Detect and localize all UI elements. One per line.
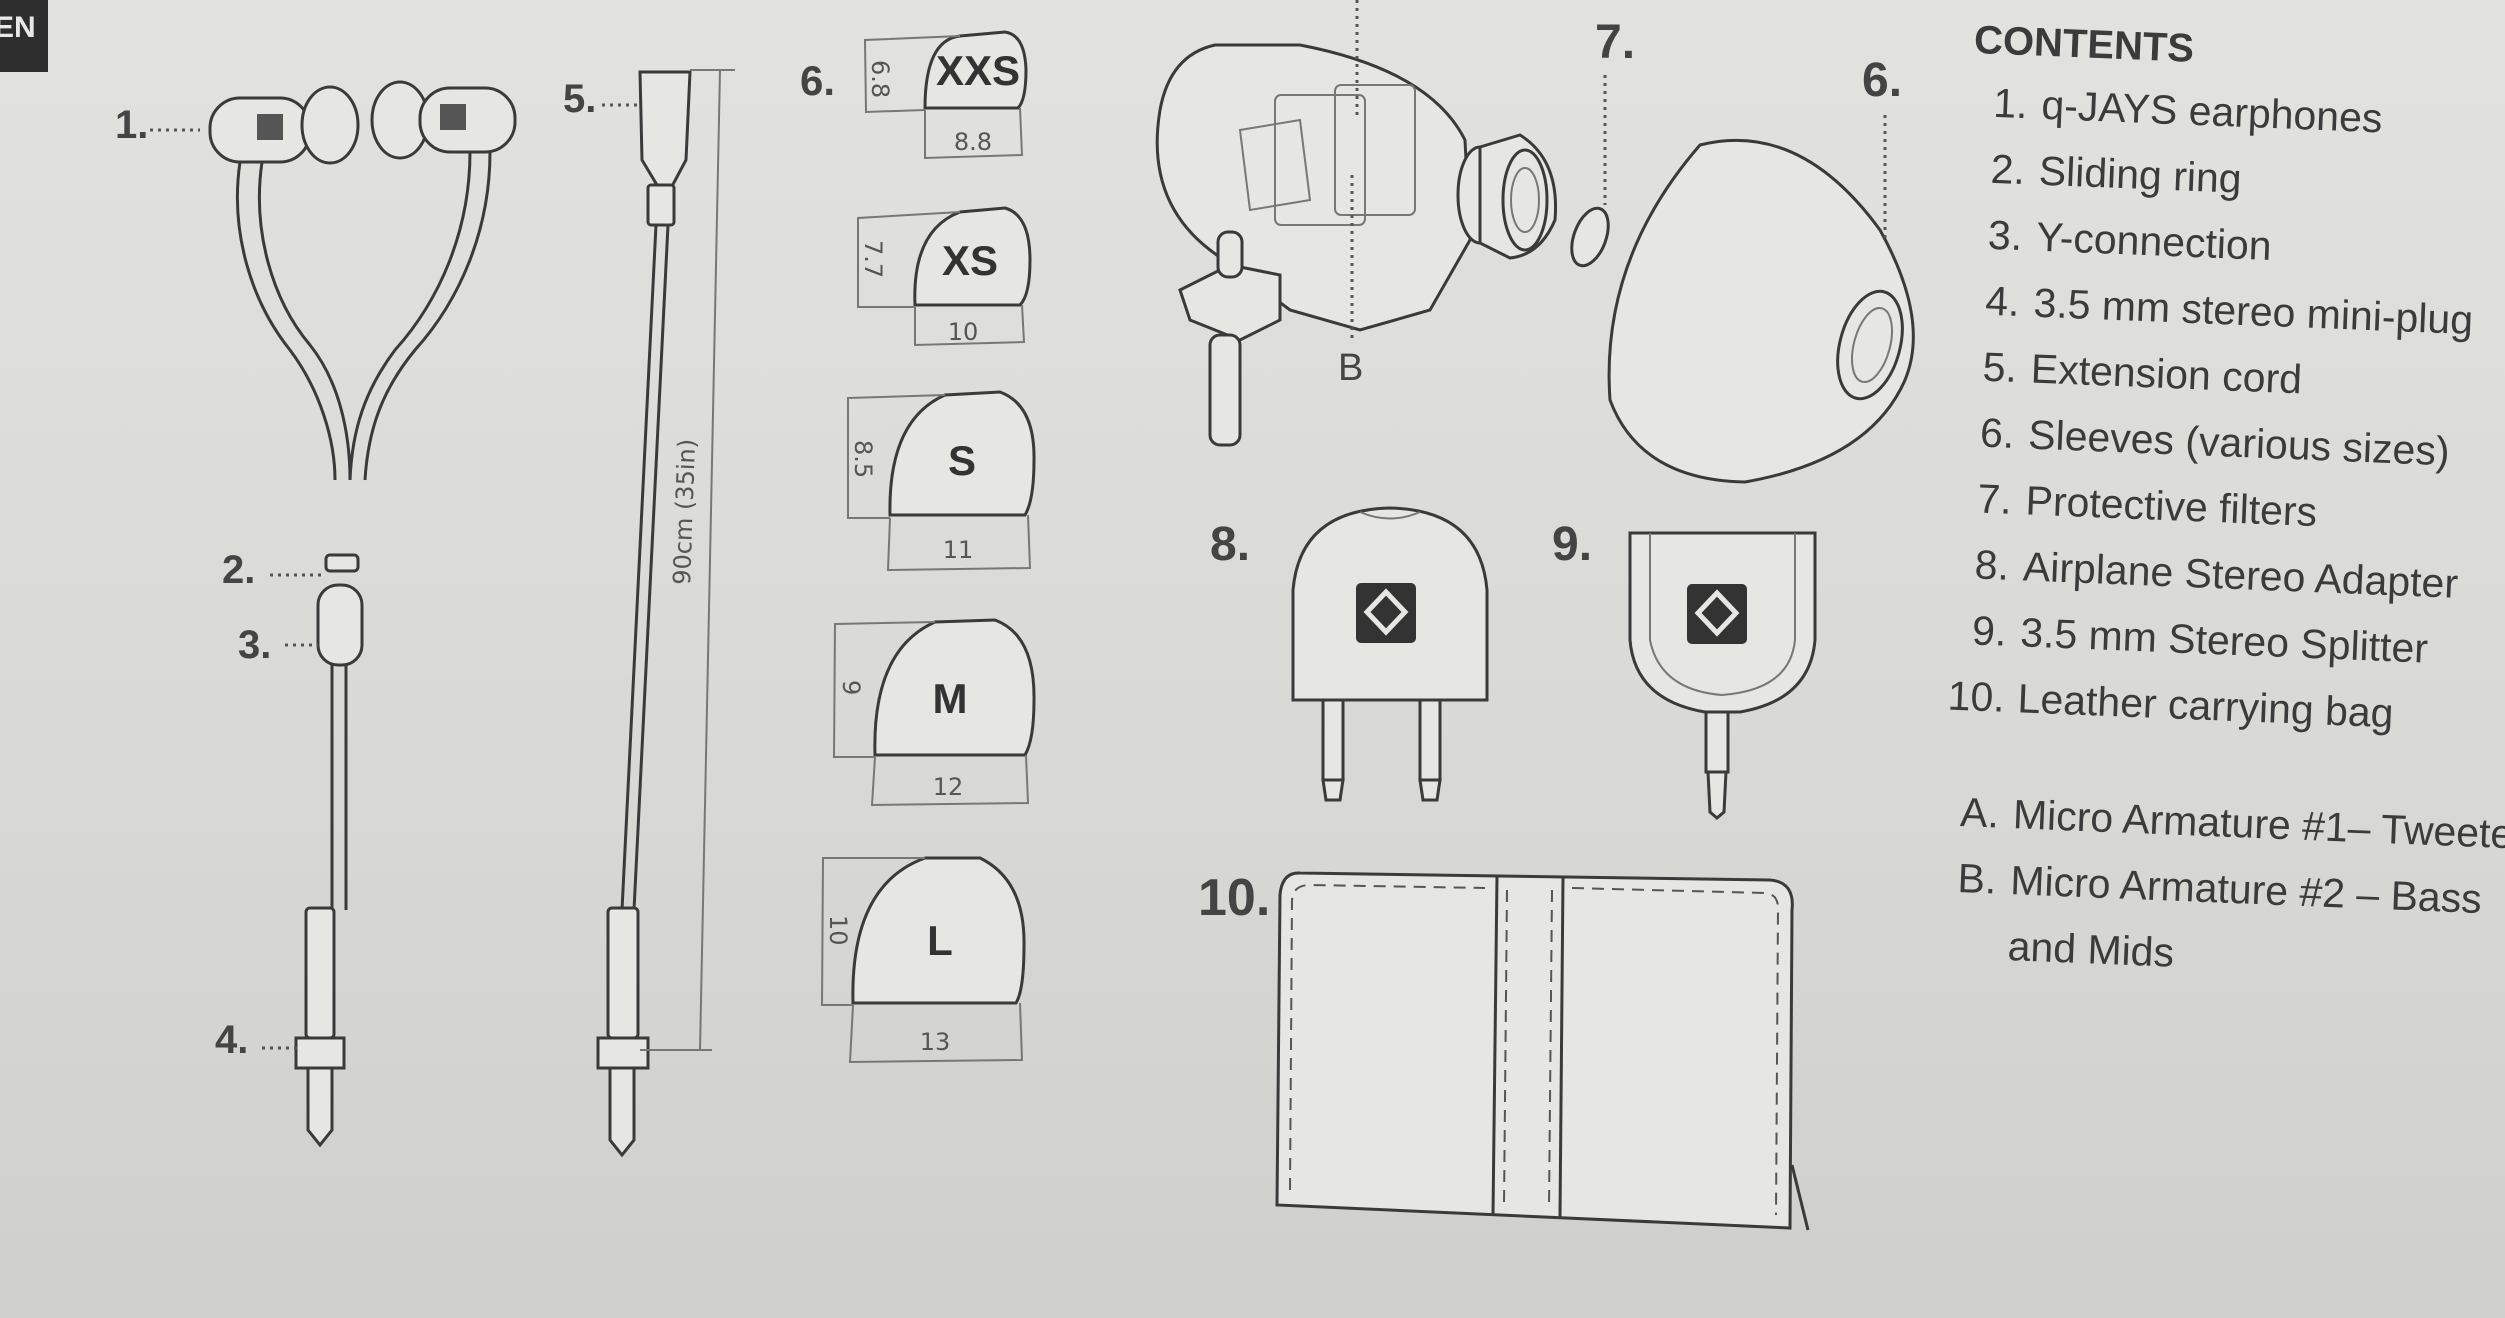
- logo-icon: [1687, 584, 1747, 644]
- item-number: 8.: [1973, 541, 2010, 589]
- callout-4: 4.: [215, 1018, 248, 1062]
- earphones-illustration: 1. 2. 3. 4.: [115, 80, 517, 1148]
- sleeve-height-label: 9: [837, 680, 865, 695]
- part-label: and Mids: [2006, 923, 2175, 976]
- protective-filter: [1570, 206, 1610, 268]
- item-label: 3.5 mm stereo mini-plug: [2032, 279, 2474, 344]
- part-b-label: B: [1338, 347, 1363, 389]
- sleeve-width-label: 11: [943, 536, 974, 564]
- callout-10: 10.: [1198, 869, 1270, 927]
- item-number: 2.: [1989, 145, 2026, 194]
- sleeve-width-label: 13: [920, 1028, 951, 1056]
- sleeve-s: S 8.5 11: [847, 390, 1036, 572]
- sleeve-width-label: 10: [948, 318, 979, 346]
- logo-icon: [1356, 583, 1416, 643]
- item-number: 10.: [1946, 672, 2006, 721]
- parts-list: A.Micro Armature #1– Tweeter B.Micro Arm…: [1937, 778, 2505, 997]
- callout-7: 7.: [1595, 16, 1635, 69]
- sleeve-width-label: 8.8: [954, 128, 992, 156]
- extension-cord-illustration: 5. 90cm (35in): [563, 69, 735, 1158]
- part-label: Micro Armature #2 – Bass: [2009, 857, 2483, 923]
- part-label: Micro Armature #1– Tweeter: [2012, 791, 2505, 858]
- item-number: 7.: [1976, 475, 2013, 523]
- sleeve-height-label: 7.7: [859, 240, 887, 278]
- callout-3: 3.: [238, 623, 271, 667]
- language-tab: EN: [0, 0, 48, 72]
- item-number: 9.: [1971, 607, 2008, 655]
- callout-6: 6.: [800, 57, 835, 104]
- airplane-adapter: 8.: [1210, 506, 1489, 802]
- item-label: Sliding ring: [2038, 147, 2243, 202]
- callout-1: 1.: [115, 103, 148, 147]
- item-label: 3.5 mm Stereo Splitter: [2019, 609, 2429, 672]
- contents-list: CONTENTS 1.q-JAYS earphones 2.Sliding ri…: [1937, 18, 2505, 997]
- sleeve-size-label: L: [927, 917, 953, 964]
- sleeve-width-label: 12: [933, 773, 964, 801]
- cord-length-label: 90cm (35in): [668, 438, 701, 585]
- sleeve-xxs: XXS 6.8 8.8: [863, 30, 1028, 160]
- sleeve-size-label: XXS: [936, 47, 1020, 94]
- sleeve-height-label: 10: [824, 915, 852, 946]
- item-number: 1.: [1992, 79, 2029, 128]
- sleeve-size-label: S: [948, 437, 976, 484]
- sleeve-xs: XS 7.7 10: [857, 206, 1032, 347]
- logo-icon: [440, 104, 466, 130]
- y-connection: [316, 583, 364, 667]
- item-label: Extension cord: [2030, 345, 2303, 403]
- item-number: 4.: [1984, 277, 2021, 326]
- sleeve-height-label: 8.5: [849, 440, 877, 478]
- item-number: 5.: [1981, 343, 2018, 391]
- sleeve-size-label: XS: [942, 237, 998, 284]
- callout-5: 5.: [563, 77, 596, 121]
- callout-8: 8.: [1210, 518, 1250, 571]
- callout-9: 9.: [1552, 518, 1592, 571]
- sleeve-l: L 10 13: [820, 856, 1026, 1064]
- item-label: q-JAYS earphones: [2040, 81, 2384, 142]
- contents-items: 1.q-JAYS earphones 2.Sliding ring 3.Y-co…: [1946, 69, 2502, 750]
- sleeve-m: M 9 12: [832, 618, 1036, 807]
- item-label: Y-connection: [2035, 213, 2273, 270]
- sleeve-height-label: 6.8: [866, 60, 894, 98]
- item-number: 6.: [1979, 409, 2016, 457]
- item-label: Leather carrying bag: [2016, 675, 2395, 737]
- callout-6b: 6.: [1862, 54, 1902, 107]
- sleeve-tip: [1607, 138, 1915, 484]
- item-number: 3.: [1987, 211, 2024, 260]
- part-letter: [1937, 957, 1993, 959]
- sleeve-size-label: M: [933, 675, 968, 722]
- exploded-earphone: B 7. 6.: [1155, 0, 1915, 484]
- sliding-ring: [324, 553, 360, 573]
- sleeve-sizes: 6. XXS 6.8 8.8 XS 7.7 10 S: [800, 30, 1036, 1064]
- item-label: Airplane Stereo Adapter: [2022, 543, 2459, 607]
- leather-bag: 10.: [1198, 869, 1810, 1231]
- item-label: Sleeves (various sizes): [2027, 411, 2451, 475]
- item-label: Protective filters: [2024, 477, 2319, 536]
- stereo-splitter: 9.: [1552, 518, 1817, 820]
- callout-2: 2.: [222, 548, 255, 592]
- part-letter: A.: [1959, 789, 2001, 837]
- part-letter: B.: [1956, 855, 1998, 903]
- logo-icon: [257, 114, 283, 140]
